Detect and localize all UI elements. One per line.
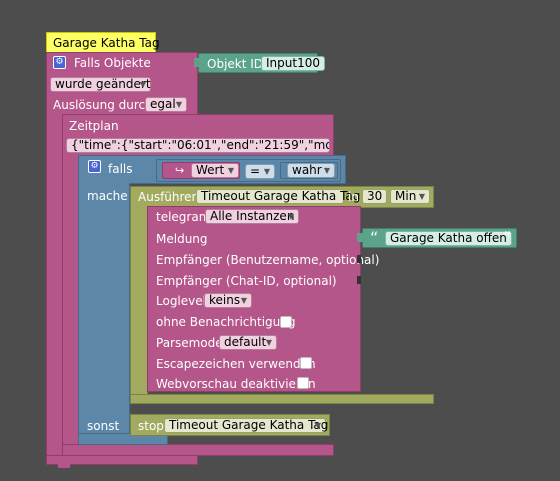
object-id-input[interactable]: Input100: [261, 56, 325, 71]
message-label: Meldung: [156, 232, 208, 246]
recipient-user-label: Empfänger (Benutzername, optional): [156, 253, 380, 267]
object-id-label: Objekt ID: [207, 57, 264, 71]
telegram-block[interactable]: [147, 206, 361, 392]
if-block-footer: [78, 433, 168, 445]
trigger-bottom-tab: [58, 464, 70, 468]
comment-block[interactable]: Garage Katha Tag: [46, 32, 160, 54]
arrow-icon: ↪: [175, 164, 185, 177]
message-text-block[interactable]: “ Garage Katha offen ”: [362, 228, 517, 248]
if-label: falls: [108, 162, 133, 176]
preview-label: Webvorschau deaktivieren: [156, 377, 316, 391]
schedule-value-field[interactable]: {"time":{"start":"06:01","end":"21:59","…: [66, 138, 330, 153]
condition-op-dropdown[interactable]: =▼: [245, 164, 275, 179]
loglevel-value: keins: [209, 293, 241, 307]
condition-value-value: wahr: [292, 163, 322, 177]
else-label: sonst: [87, 419, 120, 433]
recipient-chat-label: Empfänger (Chat-ID, optional): [156, 274, 337, 288]
condition-value-dropdown[interactable]: wahr▼: [287, 163, 335, 178]
gear-icon[interactable]: ⚙: [53, 56, 66, 69]
comment-text: Garage Katha Tag: [53, 36, 160, 50]
silent-checkbox[interactable]: [280, 316, 292, 328]
chevron-down-icon: ▼: [418, 192, 425, 201]
timeout-name-value: Timeout Garage Katha Tag: [201, 189, 361, 203]
preview-checkbox[interactable]: [297, 377, 309, 389]
trigger-by-label: Auslösung durch: [53, 98, 153, 112]
escape-checkbox[interactable]: [300, 357, 312, 369]
telegram-label: telegram: [156, 210, 211, 224]
chevron-down-icon: ▼: [265, 338, 272, 347]
condition-value-block[interactable]: wahr▼: [280, 162, 338, 179]
telegram-instance-value: Alle Instanzen: [210, 209, 295, 223]
condition-var-value: Wert: [196, 163, 225, 177]
recipient-user-socket[interactable]: [357, 255, 361, 263]
timeout-exec-label: Ausführen: [138, 190, 200, 204]
chevron-down-icon: ▼: [314, 421, 321, 430]
stop-name-value: Timeout Garage Katha Tag: [169, 418, 329, 432]
object-id-connector: [194, 58, 199, 67]
changed-dropdown-value: wurde geändert: [55, 77, 151, 91]
message-text-input[interactable]: Garage Katha offen: [385, 231, 512, 246]
trigger-label: Falls Objekte: [74, 56, 151, 70]
timeout-delay-input[interactable]: 30: [362, 189, 388, 204]
quote-close-icon: ”: [503, 228, 512, 247]
do-label: mache: [87, 189, 128, 203]
timeout-block-footer: [130, 394, 434, 404]
schedule-label: Zeitplan: [69, 119, 119, 133]
chevron-down-icon: ▼: [287, 212, 294, 221]
trigger-by-dropdown[interactable]: egal▼: [145, 97, 187, 112]
timeout-name-dropdown[interactable]: Timeout Garage Katha Tag: [196, 189, 360, 204]
stop-name-dropdown[interactable]: Timeout Garage Katha Tag▼: [164, 418, 329, 433]
trigger-by-dropdown-value: egal: [150, 97, 176, 111]
object-id-block[interactable]: Objekt ID Input100: [198, 53, 325, 73]
chevron-down-icon: ▼: [263, 167, 270, 176]
escape-label: Escapezeichen verwenden: [156, 357, 316, 371]
gear-icon[interactable]: ⚙: [88, 160, 101, 173]
condition-op-value: =: [250, 164, 261, 178]
loglevel-dropdown[interactable]: keins▼: [204, 293, 252, 308]
quote-open-icon: “: [370, 228, 379, 247]
timeout-unit-value: Min: [395, 189, 417, 203]
chevron-down-icon: ▼: [240, 296, 247, 305]
timeout-unit-dropdown[interactable]: Min▼: [390, 189, 430, 204]
parsemode-label: Parsemode: [156, 336, 223, 350]
timeout-in-label: in: [348, 190, 359, 204]
chevron-down-icon: ▼: [175, 100, 182, 109]
chevron-down-icon: ▼: [323, 166, 330, 175]
chevron-down-icon: ▼: [227, 166, 234, 175]
schedule-block-footer: [62, 444, 334, 456]
schedule-value: {"time":{"start":"06:01","end":"21:59","…: [71, 138, 329, 152]
parsemode-value: default: [224, 335, 267, 349]
condition-var-block[interactable]: ↪ Wert▼: [162, 162, 240, 179]
condition-var-dropdown[interactable]: Wert▼: [191, 163, 239, 178]
silent-label: ohne Benachrichtigung: [156, 315, 296, 329]
stop-label: stop: [138, 419, 164, 433]
telegram-instance-dropdown[interactable]: Alle Instanzen▼: [205, 209, 299, 224]
changed-dropdown[interactable]: wurde geändert▼: [50, 77, 151, 92]
if-block-left-arm: [78, 183, 130, 443]
chevron-down-icon: ▼: [139, 80, 146, 89]
timeout-block-left-arm: [130, 207, 148, 397]
parsemode-dropdown[interactable]: default▼: [219, 335, 277, 350]
message-connector: [357, 233, 363, 242]
loglevel-label: Loglevel: [156, 294, 206, 308]
recipient-chat-socket[interactable]: [357, 276, 361, 284]
